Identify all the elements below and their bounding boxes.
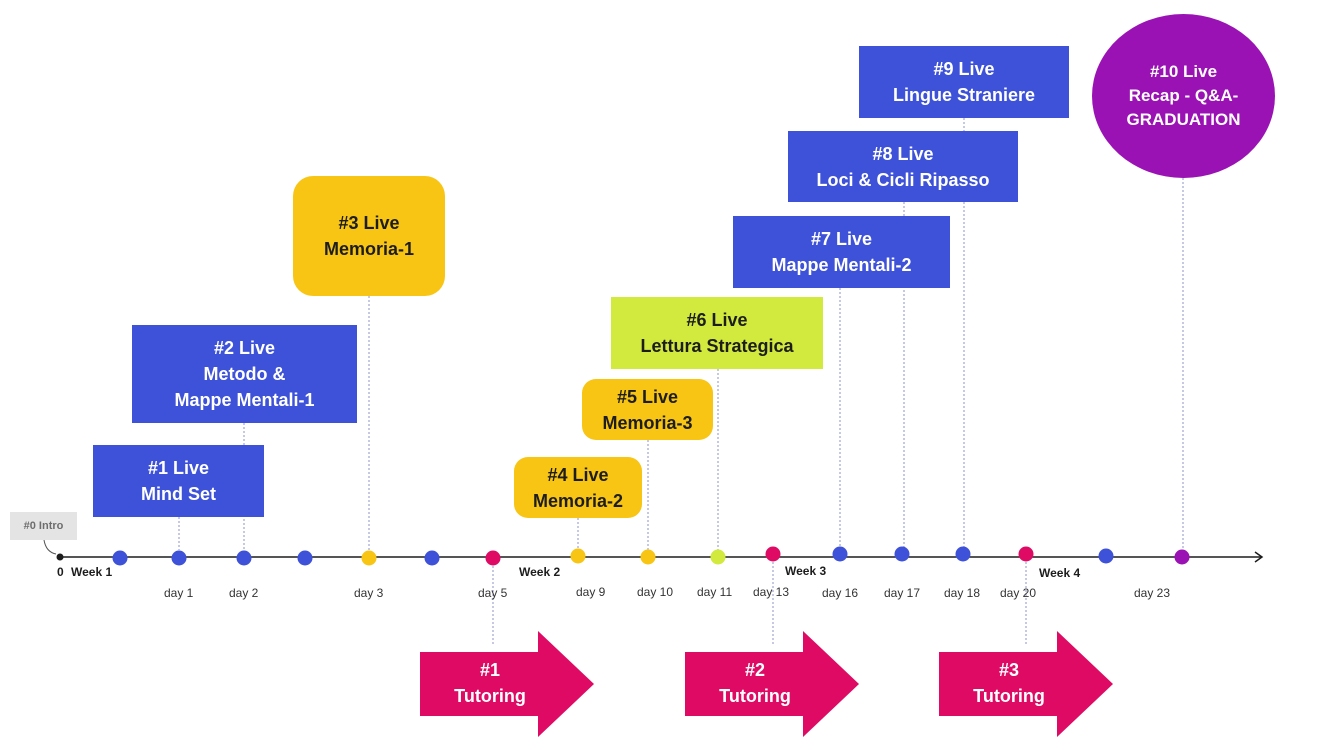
tutoring-arrow-shape [420, 631, 594, 737]
live-1-box: #1 Live Mind Set [93, 445, 264, 517]
week-label: Week 2 [519, 565, 561, 579]
live-7-box: #7 Live Mappe Mentali-2 [733, 216, 950, 288]
tutoring-2-label: #2 Tutoring [685, 657, 825, 709]
timeline-dot [832, 546, 848, 562]
timeline-dot [297, 550, 313, 566]
live-title: GRADUATION [1126, 110, 1241, 129]
tutoring-arrows [420, 631, 1113, 737]
tutoring-1-label: #1 Tutoring [420, 657, 560, 709]
live-4-box: #4 Live Memoria-2 [514, 457, 642, 518]
axis-arrowhead [1254, 551, 1264, 563]
timeline-dots [112, 546, 1190, 566]
live-number: #2 Live [213, 338, 276, 358]
tutoring-number: #1 [479, 660, 501, 680]
live-number: #4 Live [547, 464, 609, 485]
live-title: Metodo & [203, 364, 286, 384]
live-10-circle: #10 Live Recap - Q&A- GRADUATION [1092, 14, 1275, 178]
week-label: Week 4 [1039, 566, 1081, 580]
live-2-box: #2 Live Metodo & Mappe Mentali-1 [132, 325, 357, 423]
live-number: #10 Live [1149, 62, 1218, 81]
week-label: Week 3 [785, 564, 827, 578]
origin-label: 0 [57, 565, 64, 579]
live-title: Mappe Mentali-2 [771, 255, 912, 275]
timeline-dot [1018, 546, 1034, 562]
day-label: day 10 [637, 585, 674, 599]
day-label: day 2 [229, 586, 259, 600]
tutoring-text: Tutoring [973, 686, 1045, 706]
live-title: Lingue Straniere [892, 85, 1036, 105]
timeline-dot [640, 549, 656, 565]
live-title: Memoria-3 [602, 412, 693, 433]
day-label: day 17 [884, 586, 921, 600]
live-number: #9 Live [933, 59, 995, 79]
live-6-box: #6 Live Lettura Strategica [611, 297, 823, 369]
day-label: day 20 [1000, 586, 1037, 600]
intro-label: #0 Intro [10, 512, 77, 540]
tutoring-text: Tutoring [454, 686, 526, 706]
timeline-dot [361, 550, 377, 566]
live-8-box: #8 Live Loci & Cicli Ripasso [788, 131, 1018, 202]
timeline-dot [171, 550, 187, 566]
timeline-dot [112, 550, 128, 566]
live-5-box: #5 Live Memoria-3 [582, 379, 713, 440]
timeline-dot [955, 546, 971, 562]
timeline-axis [43, 539, 1264, 563]
live-title: Loci & Cicli Ripasso [816, 169, 990, 190]
live-title: Recap - Q&A- [1128, 86, 1239, 105]
day-label: day 3 [354, 586, 384, 600]
live-number: #3 Live [338, 213, 400, 233]
live-number: #1 Live [147, 458, 210, 478]
timeline-dot [424, 550, 440, 566]
live-title: Memoria-2 [532, 490, 624, 511]
day-label: day 16 [822, 586, 859, 600]
live-9-box: #9 Live Lingue Straniere [859, 46, 1069, 118]
live-number: #7 Live [810, 229, 873, 249]
day-label: day 23 [1134, 586, 1171, 600]
day-label: day 11 [697, 585, 733, 599]
live-title: Lettura Strategica [640, 336, 794, 356]
timeline-dot [894, 546, 910, 562]
timeline-dot [765, 546, 781, 562]
tutoring-3-label: #3 Tutoring [939, 657, 1079, 709]
origin-dot [56, 553, 64, 561]
live-title: Mind Set [141, 484, 216, 504]
live-number: #6 Live [686, 310, 748, 330]
live-3-box: #3 Live Memoria-1 [293, 176, 445, 296]
live-title: Memoria-1 [323, 239, 415, 259]
intro-pointer [43, 539, 57, 555]
tutoring-number: #2 [744, 660, 766, 680]
day-label: day 5 [478, 586, 508, 600]
timeline-dot [570, 548, 586, 564]
tutoring-arrow-shape [939, 631, 1113, 737]
live-number: #8 Live [872, 143, 934, 164]
live-number: #5 Live [616, 386, 679, 407]
day-label: day 13 [753, 585, 790, 599]
tutoring-arrow-shape [685, 631, 859, 737]
tutoring-number: #3 [998, 660, 1020, 680]
timeline-dot [710, 549, 726, 565]
timeline-dot [236, 550, 252, 566]
timeline-dot [1174, 549, 1190, 565]
day-label: day 18 [944, 586, 981, 600]
timeline-dot [485, 550, 501, 566]
live-title: Mappe Mentali-1 [174, 390, 315, 410]
day-label: day 1 [164, 586, 194, 600]
timeline-dot [1098, 548, 1114, 564]
week-label: Week 1 [71, 565, 113, 579]
tutoring-text: Tutoring [719, 686, 791, 706]
day-label: day 9 [576, 585, 606, 599]
